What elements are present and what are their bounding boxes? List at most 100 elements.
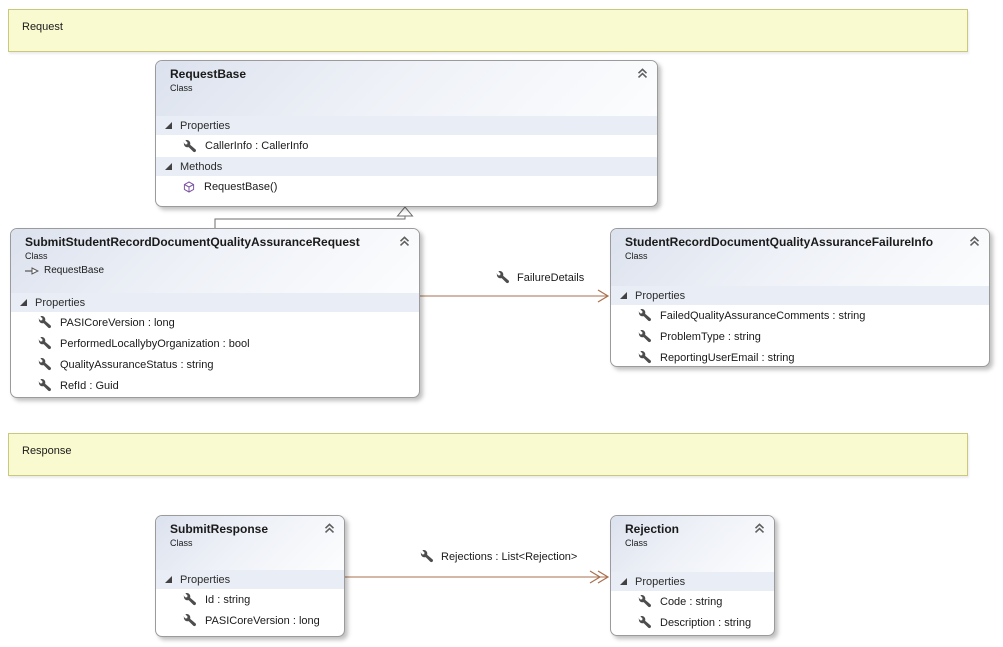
expander-icon[interactable] <box>165 122 172 129</box>
section-properties[interactable]: Properties <box>156 116 657 135</box>
section-label: Properties <box>180 573 231 586</box>
member-row[interactable]: Code : string <box>611 591 774 612</box>
member-text: QualityAssuranceStatus : string <box>60 358 214 371</box>
class-box-requestbase[interactable]: RequestBase Class Properties CallerInfo … <box>155 60 658 207</box>
member-row[interactable]: RefId : Guid <box>11 375 419 396</box>
member-text: Id : string <box>205 593 251 606</box>
collapse-icon[interactable] <box>396 234 412 248</box>
class-box-rejection[interactable]: Rejection Class Properties Code : string… <box>610 515 775 636</box>
section-label: Properties <box>635 575 686 588</box>
wrench-icon <box>38 337 51 350</box>
member-row[interactable]: RequestBase() <box>156 176 657 198</box>
association-label-text: FailureDetails <box>517 271 585 284</box>
wrench-icon <box>183 614 196 627</box>
section-methods[interactable]: Methods <box>156 157 657 176</box>
class-header: RequestBase Class <box>156 61 657 116</box>
section-label: Properties <box>635 289 686 302</box>
method-icon <box>183 181 195 193</box>
comment-request[interactable]: Request <box>8 9 968 52</box>
association-double-arrowhead-icon <box>589 570 602 584</box>
expander-icon[interactable] <box>620 578 627 585</box>
association-label-rejections[interactable]: Rejections : List<Rejection> <box>420 550 577 563</box>
wrench-icon <box>38 358 51 371</box>
base-type-row[interactable]: RequestBase <box>25 265 393 276</box>
member-row[interactable]: QualityAssuranceStatus : string <box>11 354 419 375</box>
class-stereotype: Class <box>625 538 648 548</box>
member-row[interactable]: FailedQualityAssuranceComments : string <box>611 305 989 326</box>
member-text: RequestBase() <box>204 181 278 193</box>
class-header: SubmitResponse Class <box>156 516 344 570</box>
wrench-icon <box>638 595 651 608</box>
wrench-icon <box>420 550 433 563</box>
section-properties[interactable]: Properties <box>11 293 419 312</box>
collapse-icon[interactable] <box>321 521 337 535</box>
member-row[interactable]: PASICoreVersion : long <box>156 610 344 631</box>
member-text: Code : string <box>660 595 723 608</box>
association-double-arrowhead-icon <box>597 570 610 584</box>
base-type-name: RequestBase <box>44 265 105 276</box>
member-text: ProblemType : string <box>660 330 761 343</box>
section-label: Properties <box>180 119 231 132</box>
class-stereotype: Class <box>625 251 648 261</box>
expander-icon[interactable] <box>620 292 627 299</box>
base-type-arrow-icon <box>25 266 39 275</box>
member-row[interactable]: CallerInfo : CallerInfo <box>156 135 657 157</box>
member-row[interactable]: PerformedLocallybyOrganization : bool <box>11 333 419 354</box>
wrench-icon <box>638 616 651 629</box>
class-header: Rejection Class <box>611 516 774 572</box>
expander-icon[interactable] <box>165 576 172 583</box>
member-row[interactable]: Description : string <box>611 612 774 633</box>
wrench-icon <box>183 593 196 606</box>
expander-icon[interactable] <box>165 163 172 170</box>
section-properties[interactable]: Properties <box>611 572 774 591</box>
collapse-icon[interactable] <box>751 521 767 535</box>
inheritance-connector[interactable] <box>214 216 406 228</box>
wrench-icon <box>638 309 651 322</box>
class-title: RequestBase <box>170 67 247 81</box>
member-text: CallerInfo : CallerInfo <box>205 140 309 152</box>
collapse-icon[interactable] <box>966 234 982 248</box>
class-title: StudentRecordDocumentQualityAssuranceFai… <box>625 235 934 249</box>
member-text: PASICoreVersion : long <box>60 316 175 329</box>
member-row[interactable]: ReportingUserEmail : string <box>611 347 989 366</box>
wrench-icon <box>38 379 51 392</box>
wrench-icon <box>638 330 651 343</box>
class-box-failure-info[interactable]: StudentRecordDocumentQualityAssuranceFai… <box>610 228 990 367</box>
association-label-failuredetails[interactable]: FailureDetails <box>496 271 584 284</box>
class-box-submit-request[interactable]: SubmitStudentRecordDocumentQualityAssura… <box>10 228 420 398</box>
wrench-icon <box>38 316 51 329</box>
comment-request-label: Request <box>22 21 63 33</box>
member-row[interactable]: ProblemType : string <box>611 326 989 347</box>
association-label-text: Rejections : List<Rejection> <box>441 550 578 563</box>
class-title: Rejection <box>625 522 680 536</box>
wrench-icon <box>496 271 509 284</box>
wrench-icon <box>638 351 651 364</box>
class-header: StudentRecordDocumentQualityAssuranceFai… <box>611 229 989 286</box>
inheritance-triangle-icon <box>396 206 414 217</box>
association-arrowhead-icon <box>597 289 610 303</box>
section-properties[interactable]: Properties <box>611 286 989 305</box>
class-title: SubmitResponse <box>170 522 269 536</box>
class-header: SubmitStudentRecordDocumentQualityAssura… <box>11 229 419 293</box>
comment-response-label: Response <box>22 445 72 457</box>
member-text: PASICoreVersion : long <box>205 614 320 627</box>
member-text: Description : string <box>660 616 752 629</box>
class-title: SubmitStudentRecordDocumentQualityAssura… <box>25 235 360 249</box>
class-stereotype: Class <box>25 251 48 261</box>
member-row[interactable]: Id : string <box>156 589 344 610</box>
collapse-icon[interactable] <box>634 66 650 80</box>
class-stereotype: Class <box>170 83 193 93</box>
section-label: Methods <box>180 160 223 173</box>
comment-response[interactable]: Response <box>8 433 968 476</box>
class-stereotype: Class <box>170 538 193 548</box>
member-text: PerformedLocallybyOrganization : bool <box>60 337 250 350</box>
member-text: ReportingUserEmail : string <box>660 351 795 364</box>
section-properties[interactable]: Properties <box>156 570 344 589</box>
section-label: Properties <box>35 296 86 309</box>
expander-icon[interactable] <box>20 299 27 306</box>
class-box-submit-response[interactable]: SubmitResponse Class Properties Id : str… <box>155 515 345 637</box>
member-row[interactable]: PASICoreVersion : long <box>11 312 419 333</box>
wrench-icon <box>183 139 196 153</box>
member-text: RefId : Guid <box>60 379 119 392</box>
